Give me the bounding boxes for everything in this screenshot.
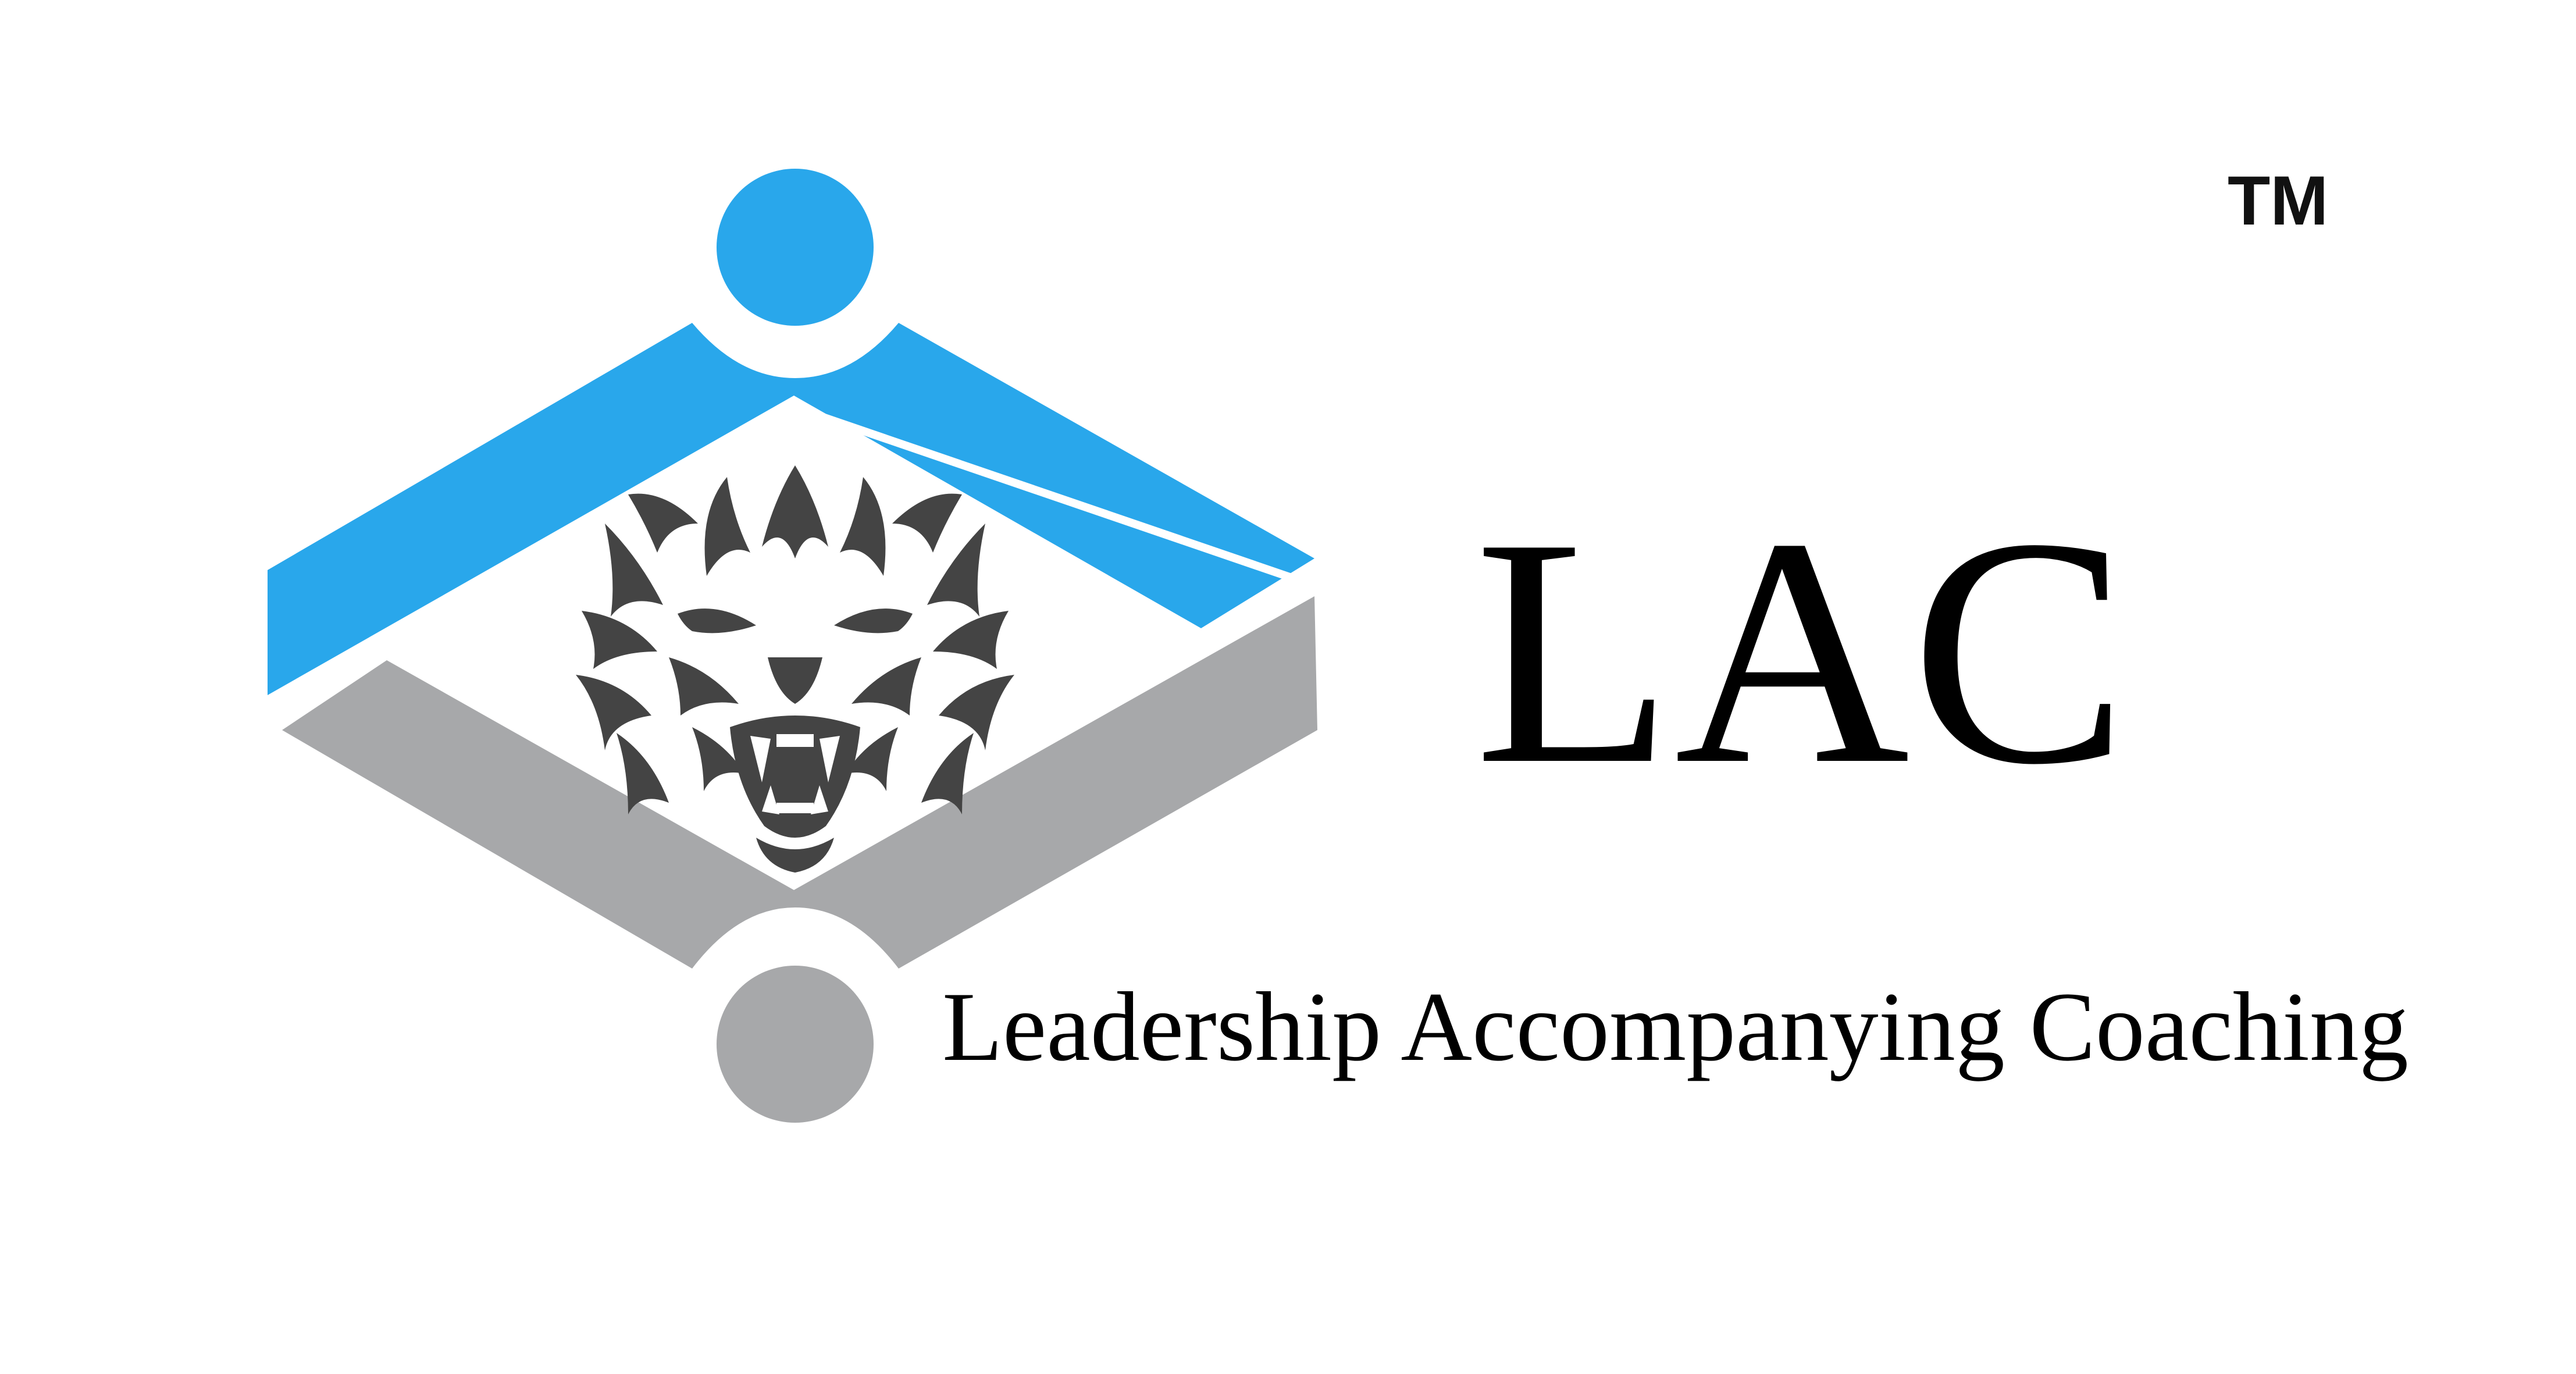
gray-circle-icon: [717, 966, 874, 1123]
blue-chevron-icon: [268, 323, 1314, 695]
gray-chevron-icon: [282, 596, 1317, 969]
trademark-symbol: TM: [2228, 162, 2329, 240]
emblem-divider: [265, 403, 1322, 708]
tiger-teeth-icon: [750, 734, 840, 814]
brand-name: LAC: [1474, 471, 2129, 832]
tiger-face-icon: [576, 465, 1014, 873]
blue-circle-icon: [717, 169, 874, 326]
tagline: Leadership Accompanying Coaching: [942, 972, 2408, 1081]
